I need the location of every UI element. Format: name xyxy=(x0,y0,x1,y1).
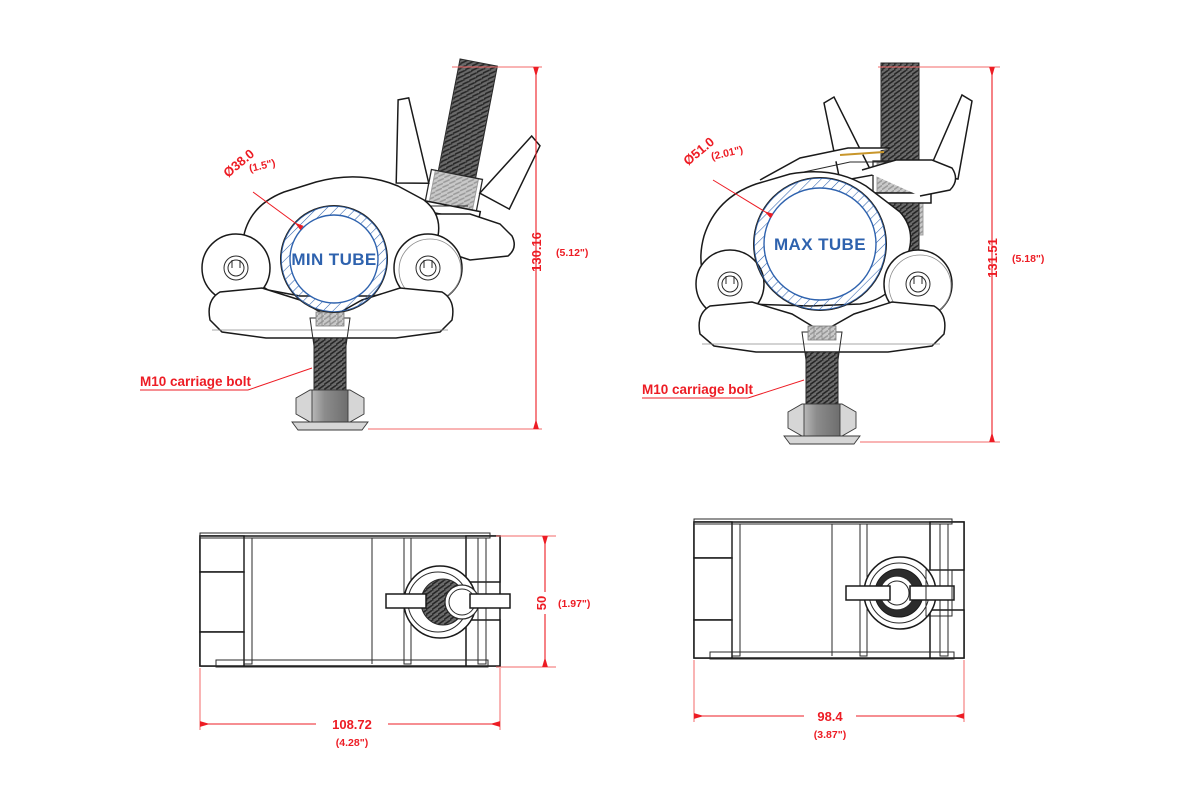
clamp-lower-body-min xyxy=(208,287,454,339)
side-left-width-label-imperial: (4.28") xyxy=(336,737,368,749)
right-lug-hole-inner-max xyxy=(909,275,927,293)
clamp-arm-max xyxy=(861,159,957,197)
min-tube-ring-inner xyxy=(289,214,379,304)
right-lug-slot-min xyxy=(423,260,433,268)
right-lug-hole-inner-min xyxy=(419,259,437,277)
min-height-label-imperial: (5.12") xyxy=(556,247,588,259)
max-tube-label: MAX TUBE xyxy=(774,235,866,254)
max-tube-ring-inner xyxy=(763,187,877,301)
clamp-upper-arc-max xyxy=(759,147,890,181)
side-left-base-plate xyxy=(215,659,489,668)
side-left-wing-right xyxy=(469,593,511,609)
max-bolt-leader-line xyxy=(747,379,805,399)
side-right-wingnut xyxy=(845,556,955,630)
carriage-bolt-nut-max xyxy=(783,403,861,445)
view-front-min: MIN TUBE Ø38.0 (1.5") M10 carriage bolt … xyxy=(140,58,588,431)
max-carriage-bolt-label: M10 carriage bolt xyxy=(642,382,754,397)
side-right-width-label-imperial: (3.87") xyxy=(814,729,846,741)
view-side-right: 98.4 (3.87") xyxy=(693,518,965,741)
min-diameter-leader-line xyxy=(252,191,304,231)
side-left-block-mid xyxy=(199,571,245,633)
clamp-arm-highlight-max xyxy=(839,151,885,156)
clamp-lower-body-max xyxy=(698,301,946,353)
side-right-right-block-bottom xyxy=(929,609,965,659)
side-left-right-block-bottom xyxy=(465,619,501,667)
min-bolt-leader-line xyxy=(247,367,313,391)
left-lug-hole-min xyxy=(223,255,249,281)
max-height-label-imperial: (5.18") xyxy=(1012,253,1044,265)
side-left-height-label: 50 xyxy=(534,596,549,610)
side-left-block-bottom xyxy=(199,631,245,667)
side-right-width-label-bg xyxy=(804,706,856,724)
min-height-label: 130.16 xyxy=(529,232,544,272)
side-left-width-label: 108.72 xyxy=(332,717,372,732)
side-left-right-block-top xyxy=(465,535,501,583)
max-diameter-leader-line xyxy=(712,179,774,219)
side-right-block-top xyxy=(693,521,733,559)
side-right-boss xyxy=(925,569,953,617)
side-right-block-mid xyxy=(693,557,733,621)
min-tube-outer-edge xyxy=(280,205,388,313)
side-left-height-label-bg xyxy=(537,592,554,614)
left-lug-hole-inner-min xyxy=(227,259,245,277)
side-left-wingnut xyxy=(385,565,511,639)
side-right-wing-right xyxy=(909,585,955,601)
bolt-neck-lines-max xyxy=(813,326,831,340)
side-right-width-label: 98.4 xyxy=(817,709,843,724)
side-left-top-plate xyxy=(199,532,491,539)
min-diameter-label-imperial: (1.5") xyxy=(248,157,277,175)
view-side-left: 108.72 (4.28") 50 (1.97") xyxy=(199,532,590,749)
side-right-top-plate xyxy=(693,518,953,525)
side-right-wing-left xyxy=(845,585,891,601)
side-left-height-label-imperial: (1.97") xyxy=(558,598,590,610)
bolt-neck-lines-min xyxy=(321,312,339,326)
left-lug-slot-min xyxy=(231,260,241,268)
side-left-wing-left xyxy=(385,593,427,609)
right-lug-hole-max xyxy=(905,271,931,297)
right-lug-slot-max xyxy=(913,276,923,284)
max-tube-outer-edge xyxy=(753,177,887,311)
side-left-block-top xyxy=(199,535,245,573)
carriage-bolt-nut-min xyxy=(291,389,369,431)
view-front-max: MAX TUBE Ø51.0 (2.01") M10 carriage bolt… xyxy=(642,62,1044,445)
left-lug-hole-inner-max xyxy=(721,275,739,293)
side-right-base-plate xyxy=(709,651,955,660)
left-lug-slot-max xyxy=(725,276,735,284)
max-height-label: 131.51 xyxy=(985,238,1000,278)
min-carriage-bolt-label: M10 carriage bolt xyxy=(140,374,252,389)
side-right-right-block-top xyxy=(929,521,965,571)
min-tube-label: MIN TUBE xyxy=(291,250,376,269)
right-lug-hole-min xyxy=(415,255,441,281)
side-left-width-label-bg xyxy=(316,714,388,732)
left-lug-hole-max xyxy=(717,271,743,297)
